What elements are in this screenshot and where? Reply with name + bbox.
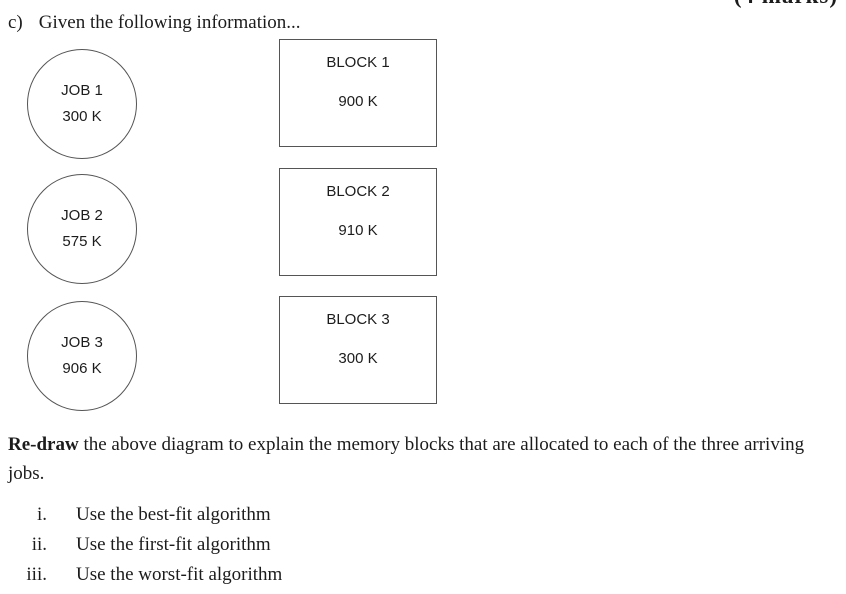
list-item: i. Use the best-fit algorithm [8,500,282,530]
block-3-name: BLOCK 3 [326,311,390,328]
job-1-name: JOB 1 [61,82,103,99]
question-heading: c) Given the following information... [8,11,301,35]
question-title: Given the following information... [38,12,301,33]
list-item: ii. Use the first-fit algorithm [8,530,282,560]
job-1-size: 300 K [62,108,102,125]
memory-block-1: BLOCK 1 900 K [279,39,437,147]
memory-block-2: BLOCK 2 910 K [279,168,437,276]
instruction-text: the above diagram to explain the memory … [8,434,805,484]
block-2-size: 910 K [338,222,378,239]
task-2-label: Use the first-fit algorithm [76,534,271,555]
job-2-size: 575 K [62,233,102,250]
job-3-circle: JOB 3 906 K [27,301,137,411]
algorithm-task-list: i. Use the best-fit algorithm ii. Use th… [8,500,282,590]
job-3-size: 906 K [62,360,102,377]
task-3-numeral: iii. [26,564,47,585]
block-1-size: 900 K [338,93,378,110]
list-item: iii. Use the worst-fit algorithm [8,560,282,590]
task-2-numeral: ii. [31,534,47,555]
instruction-bold-word: Re-draw [8,434,79,455]
memory-block-3: BLOCK 3 300 K [279,296,437,404]
marks-label: (4 marks) [734,0,838,9]
job-2-name: JOB 2 [61,207,103,224]
block-2-name: BLOCK 2 [326,183,390,200]
job-2-circle: JOB 2 575 K [27,174,137,284]
instruction-paragraph: Re-draw the above diagram to explain the… [8,430,810,488]
question-letter: c) [8,12,23,33]
job-1-circle: JOB 1 300 K [27,49,137,159]
block-3-size: 300 K [338,350,378,367]
task-3-label: Use the worst-fit algorithm [76,564,283,585]
job-3-name: JOB 3 [61,334,103,351]
task-1-numeral: i. [36,504,47,525]
block-1-name: BLOCK 1 [326,54,390,71]
task-1-label: Use the best-fit algorithm [76,504,271,525]
